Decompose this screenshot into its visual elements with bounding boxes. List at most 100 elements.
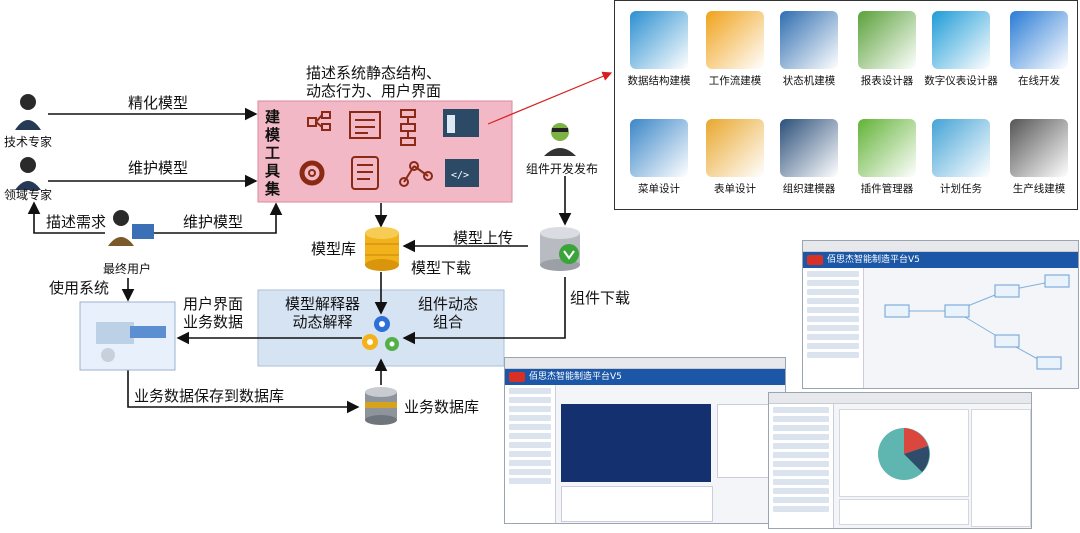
interpreter-label: 模型解释器 动态解释 [285, 295, 360, 331]
gear-icon [299, 160, 325, 186]
tool-label: 生产线建模 [1012, 183, 1066, 195]
tool-form-design[interactable]: 表单设计 [695, 119, 775, 196]
tool-production-line[interactable]: 生产线建模 [999, 119, 1079, 196]
describe-needs-label: 描述需求 [46, 213, 107, 231]
tool-menu-design[interactable]: 菜单设计 [619, 119, 699, 196]
tool-label: 工作流建模 [708, 75, 762, 87]
ui-label-line2: 业务数据 [183, 313, 244, 331]
domain-expert-label: 领域专家 [4, 188, 53, 202]
data-structure-icon [630, 11, 688, 69]
tool-org-chart[interactable]: 组织建模器 [769, 119, 849, 196]
production-line-icon [1010, 119, 1068, 177]
tech-expert-icon [15, 94, 41, 130]
save-db-label: 业务数据保存到数据库 [134, 387, 285, 405]
org-graph [884, 274, 1070, 370]
toolset-title: 建 模 工 具 集 [265, 108, 280, 198]
tool-state-machine[interactable]: 状态机建模 [769, 11, 849, 88]
form-icon [349, 111, 381, 139]
user-maintain-label: 维护模型 [183, 213, 244, 231]
interpreter-label-line1: 模型解释器 [285, 295, 361, 313]
ui-thumbnail [79, 301, 176, 371]
save-db-arrow [127, 370, 360, 414]
domain-expert-icon [15, 157, 41, 190]
online-dev-icon [1010, 11, 1068, 69]
toolset-title-char: 建 [265, 108, 281, 126]
tool-online-dev[interactable]: 在线开发 [999, 11, 1079, 88]
component-db-icon [540, 227, 580, 271]
platform-header: 佰思杰智能制造平台V5 [803, 252, 1078, 268]
flowchart-icon [400, 109, 416, 146]
toolset-title-char: 模 [265, 126, 281, 144]
toolset-description-line2: 动态行为、用户界面 [306, 82, 442, 100]
component-dev-label: 组件开发发布 [526, 162, 599, 176]
chart-canvas [839, 409, 969, 497]
script-icon [351, 156, 379, 190]
developer-icon [544, 123, 576, 156]
tool-label: 菜单设计 [638, 183, 680, 195]
toolset-title-char: 具 [265, 162, 281, 180]
report-icon [858, 11, 916, 69]
plugin-icon [858, 119, 916, 177]
screenshot-production-line: 佰思杰智能制造平台V5 [504, 357, 786, 524]
browser-bar [769, 393, 1031, 404]
tool-label: 插件管理器 [860, 183, 914, 195]
model-download-label: 模型下载 [411, 259, 472, 277]
tool-label: 表单设计 [714, 183, 756, 195]
dashboard-icon [932, 11, 990, 69]
tool-scheduler[interactable]: 计划任务 [921, 119, 1001, 196]
dynamic-label: 组件动态 组合 [418, 295, 478, 331]
platform-title: 佰思杰智能制造平台V5 [827, 255, 920, 265]
menu-design-icon [630, 119, 688, 177]
tool-label: 数据结构建模 [627, 75, 691, 87]
toolset-description-line1: 描述系统静态结构、 [306, 64, 442, 82]
nodes-icon [399, 161, 433, 187]
user-maintain-arrow [150, 202, 283, 234]
browser-bar [505, 358, 785, 369]
tool-report[interactable]: 报表设计器 [847, 11, 927, 88]
property-inspector [971, 409, 1031, 527]
pie-chart [878, 428, 930, 480]
maintain-model-label: 维护模型 [128, 159, 189, 177]
model-repo-label: 模型库 [311, 240, 357, 258]
org-chart-icon [780, 119, 838, 177]
tool-label: 报表设计器 [860, 75, 914, 87]
widget-list [769, 404, 834, 528]
tool-label: 在线开发 [1018, 75, 1060, 87]
state-machine-icon [780, 11, 838, 69]
screenshot-dashboard [768, 392, 1032, 529]
end-user-icon [108, 210, 154, 246]
interpreter-label-line2: 动态解释 [292, 313, 353, 331]
area-chart [839, 499, 969, 525]
platform-title: 佰思杰智能制造平台V5 [529, 372, 622, 382]
screenshot-org-modeler: 佰思杰智能制造平台V5 [802, 240, 1079, 389]
gears-icon [362, 316, 399, 351]
toolset-icons: </> [299, 109, 479, 190]
use-system-label: 使用系统 [49, 279, 110, 297]
tool-dashboard[interactable]: 数字仪表设计器 [921, 11, 1001, 88]
hierarchy-icon [307, 111, 331, 131]
tool-workflow[interactable]: 工作流建模 [695, 11, 775, 88]
platform-logo [807, 255, 823, 265]
refine-model-label: 精化模型 [128, 94, 189, 112]
toolset-title-char: 工 [265, 144, 281, 162]
model-repo-db-icon [365, 227, 399, 271]
code-icon: </> [445, 159, 479, 187]
component-download-arrow [402, 277, 566, 345]
tool-label: 组织建模器 [782, 183, 836, 195]
workflow-icon [706, 11, 764, 69]
dynamic-label-line1: 组件动态 [418, 295, 479, 313]
tool-label: 数字仪表设计器 [924, 75, 998, 87]
tools-panel: 数据结构建模 工作流建模 状态机建模 报表设计器数字仪表设计器 在线开发菜单设计 表单设计… [614, 0, 1078, 210]
form-design-icon [706, 119, 764, 177]
business-db-icon [365, 387, 397, 425]
platform-logo [509, 372, 525, 382]
tool-data-structure[interactable]: 数据结构建模 [619, 11, 699, 88]
browser-bar [803, 241, 1078, 252]
ui-label-line1: 用户界面 [183, 295, 244, 313]
model-upload-label: 模型上传 [453, 229, 514, 247]
tool-plugin[interactable]: 插件管理器 [847, 119, 927, 196]
dynamic-label-line2: 组合 [433, 313, 464, 331]
scheduler-icon [932, 119, 990, 177]
tool-label: 状态机建模 [782, 75, 836, 87]
